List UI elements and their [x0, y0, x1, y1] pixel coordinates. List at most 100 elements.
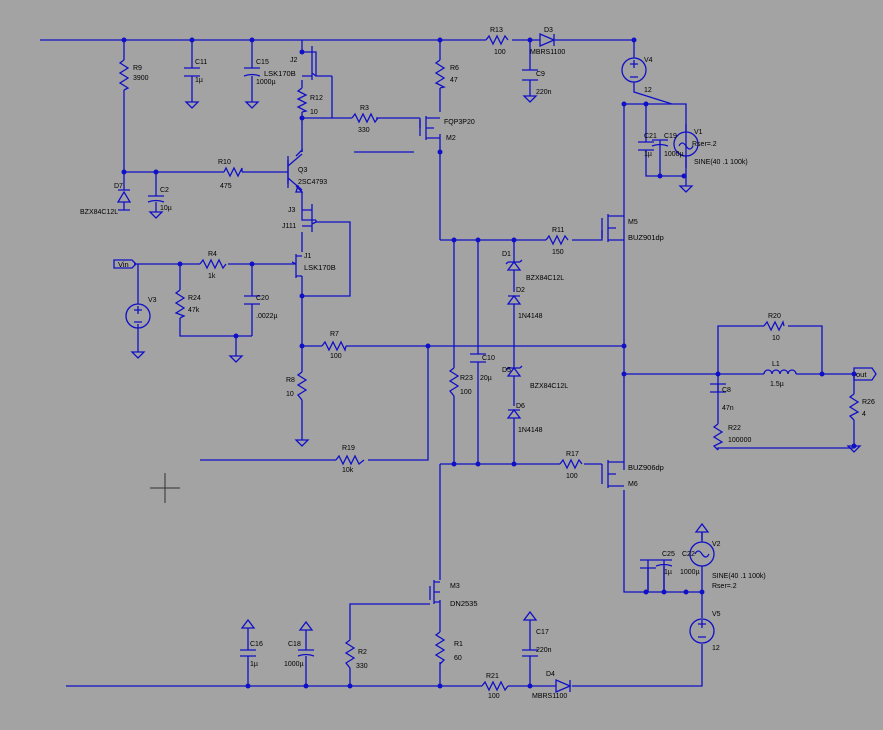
value-R13: 100 [494, 49, 506, 56]
value-C11: 1µ [195, 77, 203, 84]
label-R19: R19 [342, 445, 355, 452]
resistor-R20 [763, 320, 785, 332]
value-V4: 12 [644, 87, 652, 94]
label-V2: V2 [712, 541, 721, 548]
value-L1: 1.5µ [770, 381, 784, 388]
value-R12: 10 [310, 109, 318, 116]
rser-V1: Rser=.2 [692, 141, 717, 148]
capacitor-C22 [655, 559, 673, 592]
capacitor-C2 [147, 195, 165, 203]
diode-D4 [555, 679, 572, 693]
value-R19: 10k [342, 467, 354, 474]
label-C19: C19 [664, 133, 677, 140]
label-R4: R4 [208, 251, 217, 258]
resistor-R4 [199, 258, 227, 270]
value-D2: 1N4148 [518, 313, 543, 320]
label-M6: M6 [628, 481, 638, 488]
value-R1: 60 [454, 655, 462, 662]
label-D7: D7 [114, 183, 123, 190]
resistor-R24 [174, 289, 186, 319]
rser-V2: Rser=.2 [712, 583, 737, 590]
value-R8: 10 [286, 391, 294, 398]
capacitor-C21 [638, 141, 654, 151]
value-C8: 47n [722, 405, 734, 412]
capacitor-C9 [522, 69, 538, 81]
label-C2: C2 [160, 187, 169, 194]
label-R24: R24 [188, 295, 201, 302]
mosfet-M5 [601, 214, 624, 242]
value-R21: 100 [488, 693, 500, 700]
label-V5: V5 [712, 611, 721, 618]
value-R9: 3900 [133, 75, 149, 82]
label-R21: R21 [486, 673, 499, 680]
value-C25: 1µ [664, 569, 672, 576]
label-C8: C8 [722, 387, 731, 394]
label-R17: R17 [566, 451, 579, 458]
value-C10: 20µ [480, 375, 492, 382]
resistor-R23 [448, 367, 460, 397]
value-M2: FQP3P20 [444, 119, 475, 126]
label-D5: D5 [502, 367, 511, 374]
capacitor-C8 [710, 383, 726, 393]
label-V4: V4 [644, 57, 653, 64]
value-R6: 47 [450, 77, 458, 84]
resistor-R6 [434, 59, 446, 89]
label-R3: R3 [360, 105, 369, 112]
source-V3 [125, 303, 151, 329]
zener-D7 [116, 189, 132, 203]
diode-D6 [506, 408, 522, 419]
components [113, 33, 877, 693]
capacitor-C11 [184, 67, 200, 77]
label-R22: R22 [728, 425, 741, 432]
resistor-R13 [485, 34, 509, 46]
resistor-R11 [545, 234, 569, 246]
label-V3: V3 [148, 297, 157, 304]
sine-V1: SINE(40 .1 100k) [694, 159, 748, 166]
sine-V2: SINE(40 .1 100k) [712, 573, 766, 580]
value-V5: 12 [712, 645, 720, 652]
label-V1: V1 [694, 129, 703, 136]
crosshair-cursor-icon [150, 473, 180, 503]
value-C2: 10µ [160, 205, 172, 212]
value-J2: LSK170B [264, 69, 296, 78]
value-D3: MBRS1100 [530, 49, 565, 56]
value-D6: 1N4148 [518, 427, 543, 434]
label-Q3: Q3 [298, 167, 307, 174]
label-R12: R12 [310, 95, 323, 102]
capacitor-C20 [244, 295, 260, 305]
capacitor-C16 [240, 649, 256, 657]
label-R20: R20 [768, 313, 781, 320]
label-R9: R9 [133, 65, 142, 72]
label-D6: D6 [516, 403, 525, 410]
value-R26: 4 [862, 411, 866, 418]
source-V4 [621, 57, 647, 83]
label-R13: R13 [490, 27, 503, 34]
value-R7: 100 [330, 353, 342, 360]
label-C9: C9 [536, 71, 545, 78]
value-R22: 100000 [728, 437, 751, 444]
label-C17: C17 [536, 629, 549, 636]
value-R3: 330 [358, 127, 370, 134]
label-R1: R1 [454, 641, 463, 648]
value-D5: BZX84C12L [530, 383, 568, 390]
value-C19: 1000µ [664, 151, 684, 158]
capacitor-C18 [297, 649, 315, 657]
label-D2: D2 [516, 287, 525, 294]
value-D1: BZX84C12L [526, 275, 564, 282]
jfet-J3 [302, 204, 317, 232]
resistor-R3 [351, 112, 379, 124]
capacitor-C10 [470, 353, 486, 363]
resistor-R1 [434, 631, 446, 665]
value-C21: 1µ [644, 151, 652, 158]
supply-symbols [240, 522, 710, 631]
value-R23: 100 [460, 389, 472, 396]
label-M5: M5 [628, 219, 638, 226]
label-Vin: Vin [118, 260, 129, 269]
label-out: out [856, 370, 867, 379]
resistor-R10 [223, 166, 243, 178]
capacitor-C19 [651, 139, 669, 147]
label-R10: R10 [218, 159, 231, 166]
mosfet-M2 [419, 116, 440, 140]
label-R8: R8 [286, 377, 295, 384]
